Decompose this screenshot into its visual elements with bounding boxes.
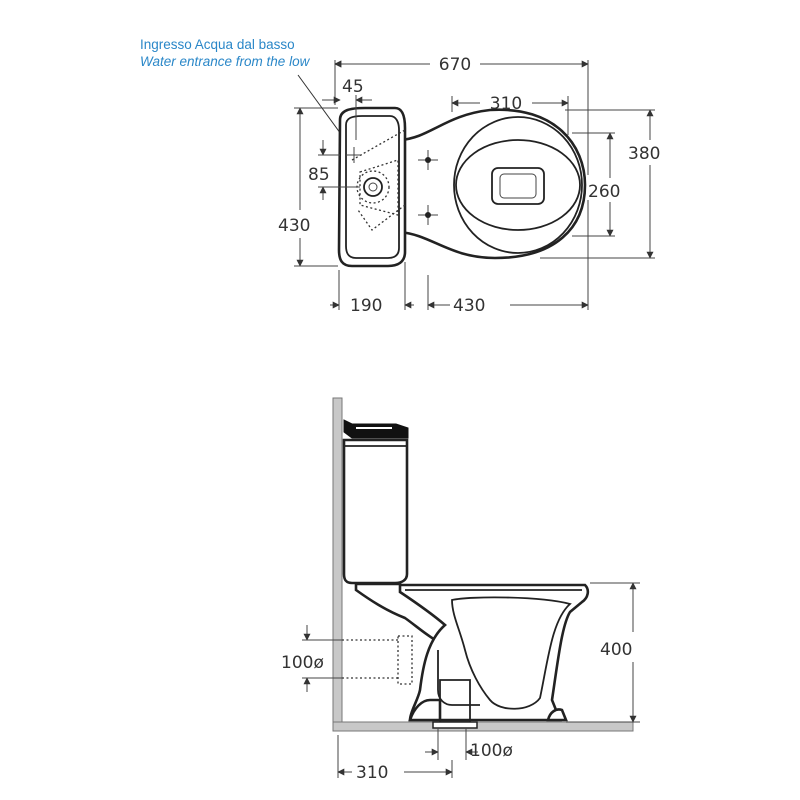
floor-outlet-flange — [432, 721, 478, 729]
top-view: Ingresso Acqua dal basso Water entrance … — [140, 37, 660, 316]
dim-400-label: 400 — [600, 640, 632, 660]
bowl-drain-inner — [499, 173, 537, 199]
flush-valve — [363, 177, 383, 197]
dim-310-bottom-label: 310 — [356, 763, 388, 783]
dim-430-left-label: 430 — [278, 216, 310, 236]
flush-valve-center — [368, 182, 378, 192]
water-inlet-icon — [346, 147, 362, 163]
bowl-drain — [491, 167, 545, 205]
dim-260-label: 260 — [588, 182, 620, 202]
cistern-side-outline — [342, 438, 409, 585]
dim-100-floor-label: 100ø — [470, 741, 513, 761]
bowl-side-outline — [398, 583, 590, 722]
water-inlet-note-italian: Ingresso Acqua dal basso — [140, 37, 295, 52]
side-view: 100ø 400 100ø 310 — [281, 397, 640, 783]
bowl-opening — [455, 139, 581, 231]
bowl-trap-outline — [451, 596, 572, 710]
bowl-rim — [453, 116, 583, 254]
dim-190-label: 190 — [350, 296, 382, 316]
dim-670-label: 670 — [439, 55, 471, 75]
wall — [332, 397, 343, 731]
inlet-pipe-dashed — [342, 639, 400, 679]
inlet-pipe-end — [397, 635, 413, 685]
dim-100-pipe-label: 100ø — [281, 653, 324, 673]
dim-310-label: 310 — [490, 94, 522, 114]
dim-430-bottom-label: 430 — [453, 296, 485, 316]
bolt-hole-bottom-icon — [418, 205, 438, 225]
water-inlet-note-english: Water entrance from the low — [140, 54, 311, 69]
bolt-hole-top-icon — [418, 150, 438, 170]
bowl-trap-inner — [437, 650, 480, 706]
floor — [332, 721, 634, 732]
dim-45-label: 45 — [342, 77, 364, 97]
bowl-foot — [408, 698, 442, 722]
bowl-foot-right — [546, 708, 568, 722]
dim-380-label: 380 — [628, 144, 660, 164]
dim-85-label: 85 — [308, 165, 330, 185]
